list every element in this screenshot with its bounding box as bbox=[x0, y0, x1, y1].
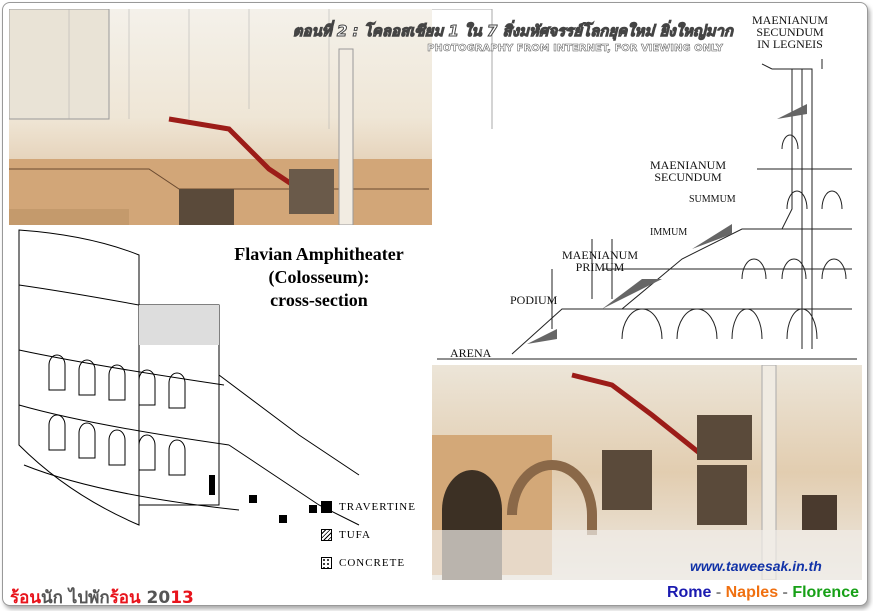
legend-concrete: CONCRETE bbox=[321, 557, 406, 569]
label-line: MAENIANUM bbox=[562, 248, 638, 262]
concrete-swatch bbox=[321, 557, 332, 569]
label-line: MAENIANUM bbox=[650, 158, 726, 172]
diagram-title-line: (Colosseum): bbox=[268, 267, 370, 287]
label-summum: SUMMUM bbox=[689, 194, 736, 205]
website-watermark: www.taweesak.in.th bbox=[690, 558, 822, 574]
label-arena: ARENA bbox=[450, 346, 492, 360]
label-line: SECUNDUM bbox=[654, 170, 722, 184]
tufa-swatch bbox=[321, 529, 332, 541]
label-line: PRIMUM bbox=[575, 260, 625, 274]
diagram-title: Flavian Amphitheater (Colosseum): cross-… bbox=[214, 243, 424, 312]
footer-text: นัก ไปพัก bbox=[40, 588, 110, 608]
legend-label: TRAVERTINE bbox=[339, 501, 416, 513]
footer-text: 20 bbox=[140, 588, 171, 608]
legend-label: CONCRETE bbox=[339, 557, 406, 569]
label-line: MAENIANUM bbox=[752, 13, 828, 27]
legend-travertine: TRAVERTINE bbox=[321, 501, 416, 513]
colosseum-cutaway-photo-bottom bbox=[432, 365, 862, 580]
label-immum: IMMUM bbox=[650, 227, 688, 238]
footer-text: ร้อน bbox=[109, 588, 141, 608]
episode-title: ตอนที่ 2 : โคลอสเซียม 1 ใน 7 สิ่งมหัศจรร… bbox=[292, 22, 733, 41]
city-rome: Rome bbox=[666, 584, 712, 601]
label-podium: PODIUM bbox=[510, 293, 558, 307]
diagram-title-line: cross-section bbox=[270, 290, 368, 310]
label-line: SECUNDUM bbox=[756, 25, 824, 39]
label-line: IN LEGNEIS bbox=[757, 37, 823, 51]
footer-series-title: ร้อนนัก ไปพักร้อน 2013 bbox=[10, 584, 194, 611]
separator: - bbox=[778, 584, 793, 601]
city-naples: Naples bbox=[725, 584, 779, 601]
colosseum-cross-section-diagram: Flavian Amphitheater (Colosseum): cross-… bbox=[9, 225, 432, 580]
legend-tufa: TUFA bbox=[321, 529, 371, 541]
diagram-title-line: Flavian Amphitheater bbox=[234, 244, 404, 264]
footer-text: ร้อน bbox=[10, 588, 41, 608]
separator: - bbox=[711, 584, 726, 601]
footer-text: 13 bbox=[170, 588, 194, 608]
legend-label: TUFA bbox=[339, 529, 371, 541]
city-florence: Florence bbox=[792, 584, 859, 601]
colosseum-cutaway-photo-top bbox=[9, 9, 432, 225]
photo-credit-notice: PHOTOGRAPHY FROM INTERNET, FOR VIEWING O… bbox=[427, 43, 723, 55]
footer-cities: Rome - Naples - Florence bbox=[667, 584, 859, 602]
travertine-swatch bbox=[321, 501, 332, 513]
